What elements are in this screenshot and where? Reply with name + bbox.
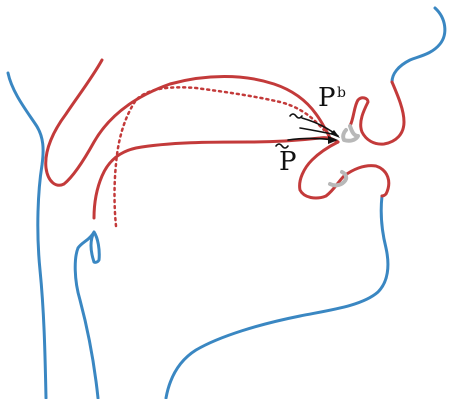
- pharynx-back-wall: [8, 73, 46, 398]
- airflow-arrows: [276, 114, 340, 148]
- label-superscript-b: b: [337, 85, 346, 101]
- chin-neck-profile: [166, 196, 388, 398]
- lower-teeth: [330, 172, 346, 185]
- upper-teeth: [343, 126, 358, 141]
- tilde-wave-icon: [290, 114, 302, 118]
- nose-profile: [392, 8, 445, 82]
- lower-lip: [300, 142, 389, 198]
- label-p-aspirated: P: [318, 83, 336, 113]
- pharynx-front-wall: [75, 232, 99, 398]
- label-p-plain: P: [279, 147, 297, 177]
